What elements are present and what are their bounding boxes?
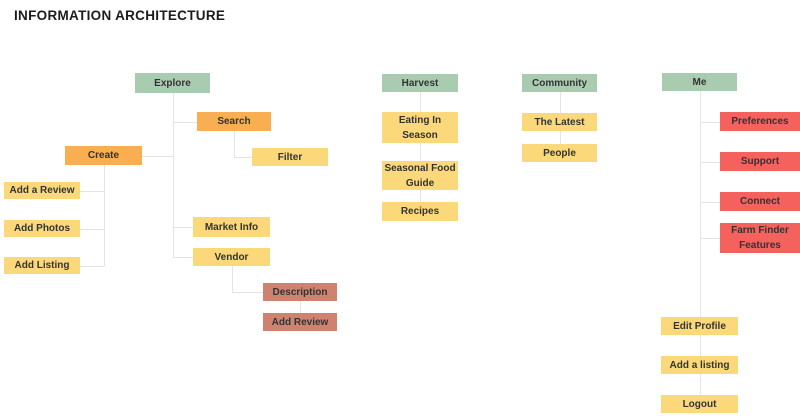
node-the-latest: The Latest bbox=[522, 113, 597, 131]
node-create: Create bbox=[65, 146, 142, 165]
node-recipes: Recipes bbox=[382, 202, 458, 221]
node-add-listing: Add Listing bbox=[4, 257, 80, 274]
connector-line bbox=[80, 228, 104, 230]
node-vendor: Vendor bbox=[193, 248, 270, 266]
node-search: Search bbox=[197, 112, 271, 131]
node-add-photos: Add Photos bbox=[4, 220, 80, 237]
connector-line bbox=[420, 143, 421, 161]
node-community: Community bbox=[522, 74, 597, 92]
connector-line bbox=[420, 92, 421, 112]
node-support: Support bbox=[720, 152, 800, 171]
connector-line bbox=[300, 301, 301, 313]
connector-line bbox=[172, 227, 193, 228]
connector-line bbox=[172, 121, 197, 123]
node-me: Me bbox=[662, 73, 737, 91]
node-preferences: Preferences bbox=[720, 112, 800, 131]
node-add-a-review: Add a Review bbox=[4, 182, 80, 199]
connector-line bbox=[420, 190, 421, 202]
connector-line bbox=[699, 161, 720, 163]
node-farm-finder-features: Farm Finder Features bbox=[720, 223, 800, 253]
connector-line bbox=[234, 157, 252, 158]
node-connect: Connect bbox=[720, 192, 800, 211]
node-add-review: Add Review bbox=[263, 313, 337, 331]
node-edit-profile: Edit Profile bbox=[661, 317, 738, 335]
connector-line bbox=[699, 201, 720, 203]
connector-line bbox=[699, 91, 701, 395]
connector-line bbox=[172, 93, 174, 257]
connector-line bbox=[104, 165, 105, 266]
node-filter: Filter bbox=[252, 148, 328, 166]
connector-line bbox=[699, 121, 720, 123]
node-description: Description bbox=[263, 283, 337, 301]
node-explore: Explore bbox=[135, 73, 210, 93]
connector-line bbox=[172, 257, 193, 258]
connector-line bbox=[231, 292, 263, 293]
connector-line bbox=[80, 190, 104, 192]
node-logout: Logout bbox=[661, 395, 738, 413]
connector-line bbox=[234, 131, 235, 157]
node-market-info: Market Info bbox=[193, 217, 270, 237]
connector-line bbox=[699, 238, 720, 239]
connector-line bbox=[80, 265, 104, 267]
connector-line bbox=[231, 266, 233, 292]
node-seasonal-food-guide: Seasonal Food Guide bbox=[382, 161, 458, 190]
node-harvest: Harvest bbox=[382, 74, 458, 92]
connector-line bbox=[559, 131, 561, 144]
node-add-a-listing: Add a listing bbox=[661, 356, 738, 374]
connector-line bbox=[142, 155, 173, 157]
connector-line bbox=[559, 92, 561, 113]
node-eating-in-season: Eating In Season bbox=[382, 112, 458, 143]
page-title: INFORMATION ARCHITECTURE bbox=[14, 8, 226, 23]
node-people: People bbox=[522, 144, 597, 162]
